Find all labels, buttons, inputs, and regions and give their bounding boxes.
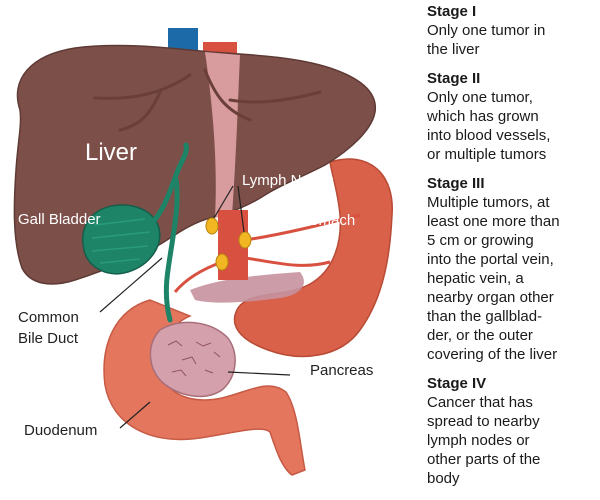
stage-title: Stage I bbox=[427, 3, 477, 20]
stage-2: Stage II Only one tumor, which has grown… bbox=[427, 69, 599, 164]
stage-legend: Stage I Only one tumor in the liver Stag… bbox=[427, 2, 599, 498]
liver bbox=[13, 44, 376, 285]
stage-3: Stage III Multiple tumors, at least one … bbox=[427, 174, 599, 364]
pancreas-texture bbox=[167, 340, 221, 377]
duodenum-label: Duodenum bbox=[24, 422, 97, 439]
stomach-label: Stomach bbox=[296, 212, 355, 229]
lymph-node-3 bbox=[215, 253, 229, 271]
hepatic-veins bbox=[93, 68, 322, 132]
stage-title: Stage IV bbox=[427, 375, 487, 392]
stage-title: Stage III bbox=[427, 175, 485, 192]
common-bile-duct-label-line1: Common bbox=[18, 309, 79, 326]
stomach bbox=[233, 158, 393, 358]
falciform-ligament bbox=[205, 52, 240, 218]
stage-description: Only one tumor in the liver bbox=[427, 22, 546, 58]
gall-bladder bbox=[82, 204, 161, 275]
pancreas-body bbox=[190, 272, 304, 303]
common-bile-duct-label-line2: Bile Duct bbox=[18, 330, 79, 347]
stage-1: Stage I Only one tumor in the liver bbox=[427, 2, 599, 59]
stage-4: Stage IV Cancer that has spread to nearb… bbox=[427, 374, 599, 488]
lymph-node-2 bbox=[238, 231, 252, 249]
gall-bladder-label: Gall Bladder bbox=[18, 211, 101, 228]
pancreas-label: Pancreas bbox=[310, 362, 373, 379]
stage-description: Only one tumor, which has grown into blo… bbox=[427, 89, 551, 163]
stage-title: Stage II bbox=[427, 70, 481, 87]
liver-label: Liver bbox=[85, 139, 137, 166]
lymph-nodes-label: Lymph Nodes bbox=[242, 172, 334, 189]
stage-description: Multiple tumors, at least one more than … bbox=[427, 194, 560, 363]
pancreas bbox=[149, 321, 236, 398]
leader-lines bbox=[99, 185, 291, 429]
stage-description: Cancer that has spread to nearby lymph n… bbox=[427, 394, 541, 487]
common-bile-duct bbox=[147, 142, 189, 323]
liver-anatomy-diagram: Liver Lymph Nodes Gall Bladder Stomach C… bbox=[13, 28, 393, 476]
lymph-node-1 bbox=[205, 217, 219, 235]
gall-bladder-texture bbox=[91, 218, 151, 264]
